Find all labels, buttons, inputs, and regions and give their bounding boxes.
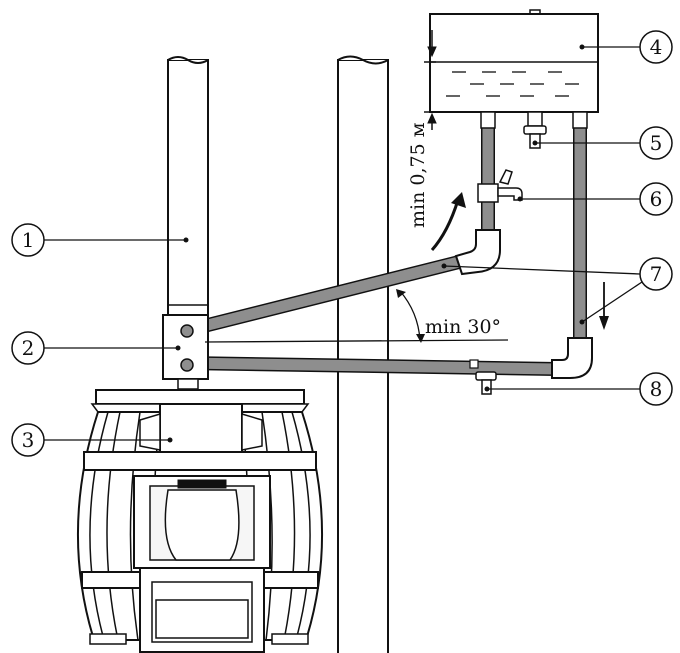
heater-connector	[162, 314, 209, 390]
svg-text:7: 7	[650, 262, 663, 286]
svg-text:1: 1	[22, 228, 35, 252]
callout-4: 4	[639, 30, 673, 64]
callout-1: 1	[11, 223, 45, 257]
callout-3: 3	[11, 423, 45, 457]
svg-text:5: 5	[650, 131, 663, 155]
callout-8: 8	[639, 372, 673, 406]
callout-6: 6	[639, 182, 673, 216]
wall-post	[337, 55, 389, 653]
upper-pipe	[181, 112, 495, 337]
tap-valve	[477, 169, 523, 203]
flow-arrow-up	[430, 192, 466, 251]
angle-indicator	[204, 289, 509, 343]
svg-text:8: 8	[650, 377, 663, 401]
height-dimension	[424, 30, 437, 130]
sauna-heater	[77, 389, 323, 653]
flow-arrow-down	[599, 282, 609, 330]
leader-lines	[44, 46, 643, 441]
svg-text:4: 4	[650, 35, 663, 59]
callout-5: 5	[639, 126, 673, 160]
tank-drain-valve	[523, 111, 547, 149]
svg-text:2: 2	[22, 336, 35, 360]
callout-2: 2	[11, 331, 45, 365]
lower-elbow	[551, 337, 593, 379]
callout-7: 7	[639, 257, 673, 291]
upper-elbow	[454, 229, 501, 276]
svg-text:3: 3	[22, 428, 35, 452]
water-tank	[429, 9, 599, 129]
min-angle-label: min 30°	[425, 316, 501, 338]
chimney-pipe	[167, 56, 209, 319]
lower-drain-valve	[469, 359, 497, 395]
lower-pipe	[178, 112, 587, 376]
min-height-label: min 0,75 м	[407, 122, 429, 228]
svg-text:6: 6	[650, 187, 663, 211]
